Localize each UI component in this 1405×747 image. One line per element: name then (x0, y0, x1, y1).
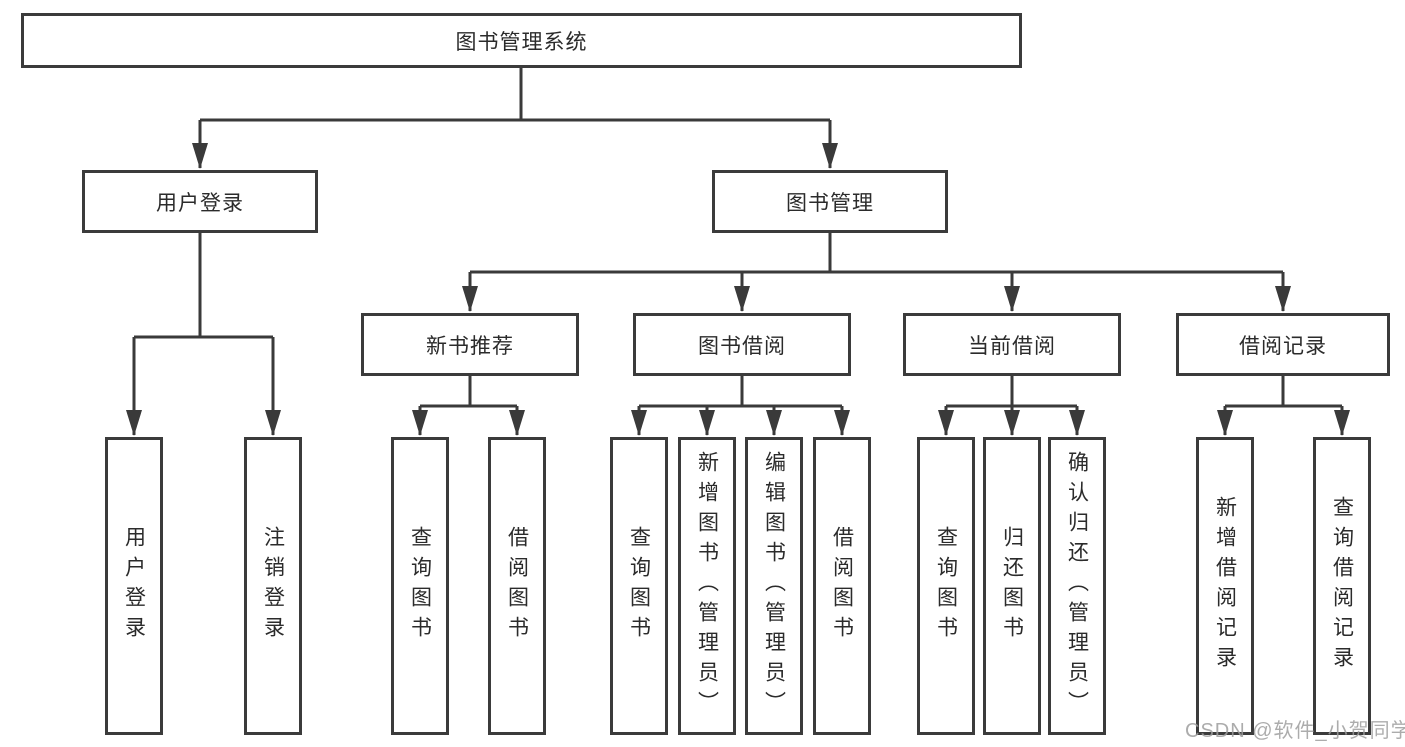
leaf-borrow-edit-book-admin: 编辑图书（管理员） (745, 437, 803, 735)
leaf-borrow-query-book-label: 查询图书 (627, 526, 651, 646)
leaf-records-query-record: 查询借阅记录 (1313, 437, 1371, 735)
leaf-current-confirm-return-admin: 确认归还（管理员） (1048, 437, 1106, 735)
node-book-borrow: 图书借阅 (633, 313, 851, 376)
leaf-borrow-query-book: 查询图书 (610, 437, 668, 735)
leaf-current-confirm-return-admin-label: 确认归还（管理员） (1065, 451, 1089, 721)
leaf-current-return-book-label: 归还图书 (1000, 526, 1024, 646)
node-user-login: 用户登录 (82, 170, 318, 233)
leaf-current-return-book: 归还图书 (983, 437, 1041, 735)
leaf-logout-label: 注销登录 (261, 526, 285, 646)
leaf-user-login-label: 用户登录 (122, 526, 146, 646)
leaf-user-login: 用户登录 (105, 437, 163, 735)
csdn-watermark: CSDN @软件_小贺同学 (1185, 720, 1405, 742)
leaf-borrow-borrow-book-label: 借阅图书 (830, 526, 854, 646)
leaf-newrec-query-book-label: 查询图书 (408, 526, 432, 646)
leaf-borrow-add-book-admin-label: 新增图书（管理员） (695, 451, 719, 721)
node-book-management: 图书管理 (712, 170, 948, 233)
leaf-records-query-record-label: 查询借阅记录 (1330, 496, 1354, 676)
leaf-newrec-borrow-book-label: 借阅图书 (505, 526, 529, 646)
leaf-current-query-book: 查询图书 (917, 437, 975, 735)
node-new-book-recommend: 新书推荐 (361, 313, 579, 376)
leaf-borrow-add-book-admin: 新增图书（管理员） (678, 437, 736, 735)
node-current-borrow: 当前借阅 (903, 313, 1121, 376)
node-library-management-system: 图书管理系统 (21, 13, 1022, 68)
leaf-logout: 注销登录 (244, 437, 302, 735)
leaf-borrow-borrow-book: 借阅图书 (813, 437, 871, 735)
leaf-records-add-record: 新增借阅记录 (1196, 437, 1254, 735)
node-borrow-records: 借阅记录 (1176, 313, 1390, 376)
leaf-borrow-edit-book-admin-label: 编辑图书（管理员） (762, 451, 786, 721)
leaf-records-add-record-label: 新增借阅记录 (1213, 496, 1237, 676)
leaf-current-query-book-label: 查询图书 (934, 526, 958, 646)
leaf-newrec-borrow-book: 借阅图书 (488, 437, 546, 735)
leaf-newrec-query-book: 查询图书 (391, 437, 449, 735)
